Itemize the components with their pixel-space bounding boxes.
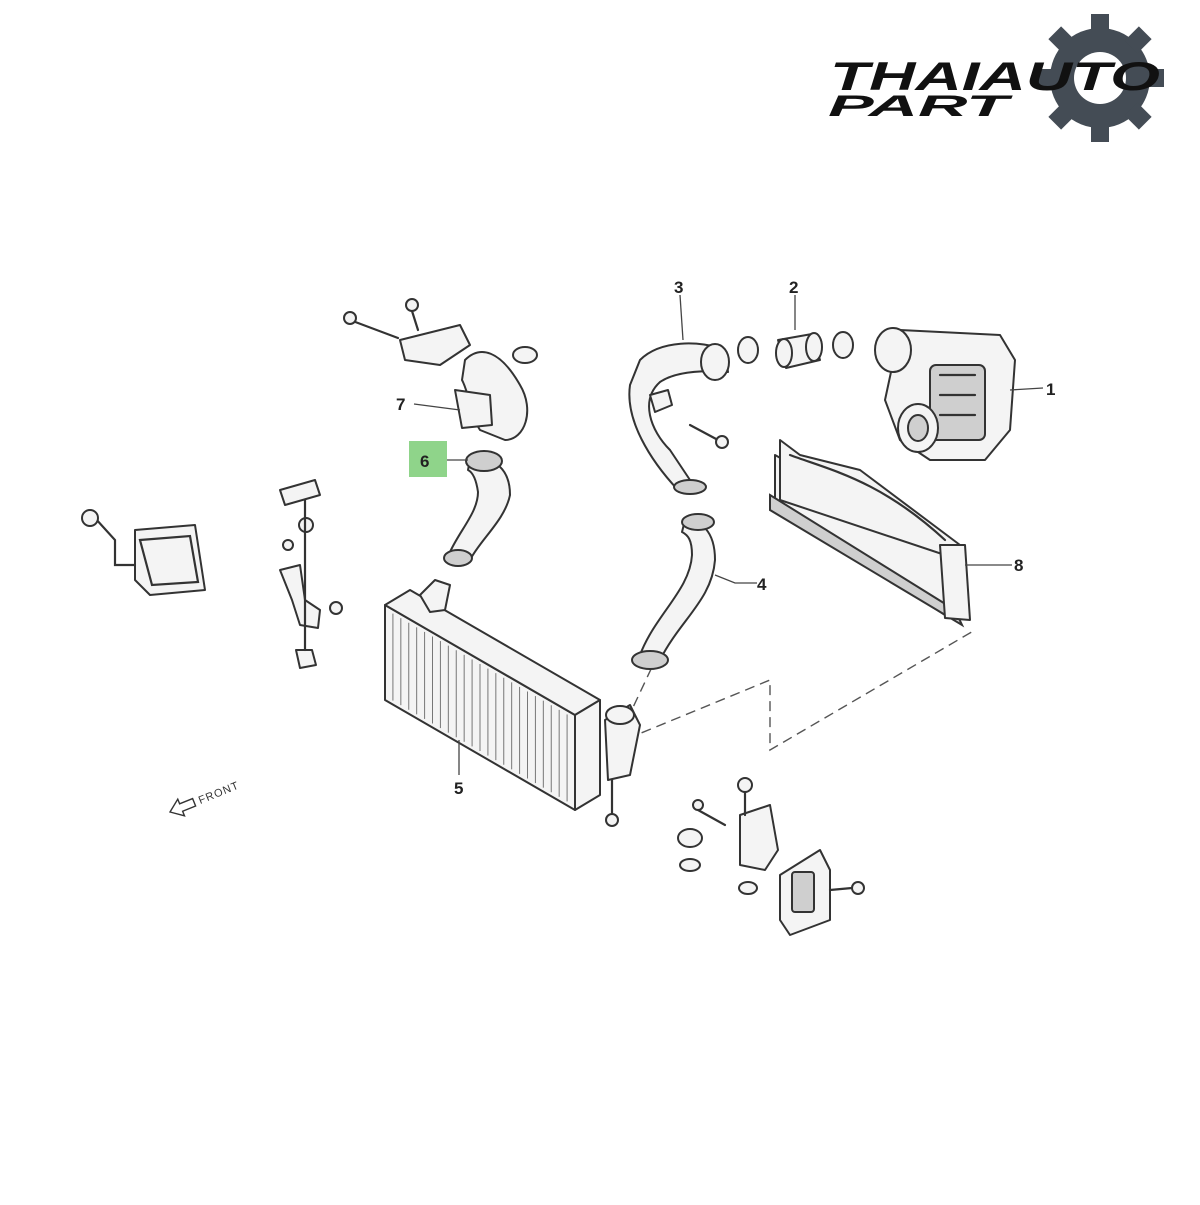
- callout-7: 7: [396, 395, 405, 414]
- leader-lines: [413, 294, 1044, 775]
- lower-right-mount-brackets: [677, 777, 865, 936]
- callout-8: 8: [1014, 556, 1023, 575]
- callout-6: 6: [420, 452, 429, 471]
- gear-icon: [1036, 14, 1164, 142]
- callout-4: 4: [757, 575, 767, 594]
- callout-3: 3: [674, 278, 683, 297]
- part-7-upper-pipe: [343, 298, 538, 441]
- callout-6-highlight: [409, 441, 447, 477]
- logo-line-1: THAIAUTO: [830, 55, 1160, 99]
- arrow-left-icon: [168, 797, 197, 817]
- left-mount-brackets: [81, 479, 343, 669]
- part-5-intercooler: [384, 579, 641, 827]
- callout-5: 5: [454, 779, 463, 798]
- callout-1: 1: [1046, 380, 1055, 399]
- part-1-throttle-body: [874, 327, 1016, 461]
- front-label: FRONT: [197, 780, 241, 807]
- part-3-intake-pipe: [628, 342, 730, 495]
- part-2-hose-coupler: [737, 331, 854, 369]
- callout-labels: 1 2 3 4 5 6 7 8: [396, 278, 1055, 798]
- part-8-radiator-support: [769, 439, 971, 628]
- dashed-reference-lines: [611, 629, 976, 752]
- brand-logo: THAIAUTO PART: [828, 14, 1164, 142]
- callout-2: 2: [789, 278, 798, 297]
- front-direction-marker: FRONT: [168, 780, 241, 817]
- part-4-charge-air-hose: [631, 513, 716, 670]
- part-6-lower-hose: [443, 450, 511, 567]
- logo-line-2: PART: [828, 90, 1014, 123]
